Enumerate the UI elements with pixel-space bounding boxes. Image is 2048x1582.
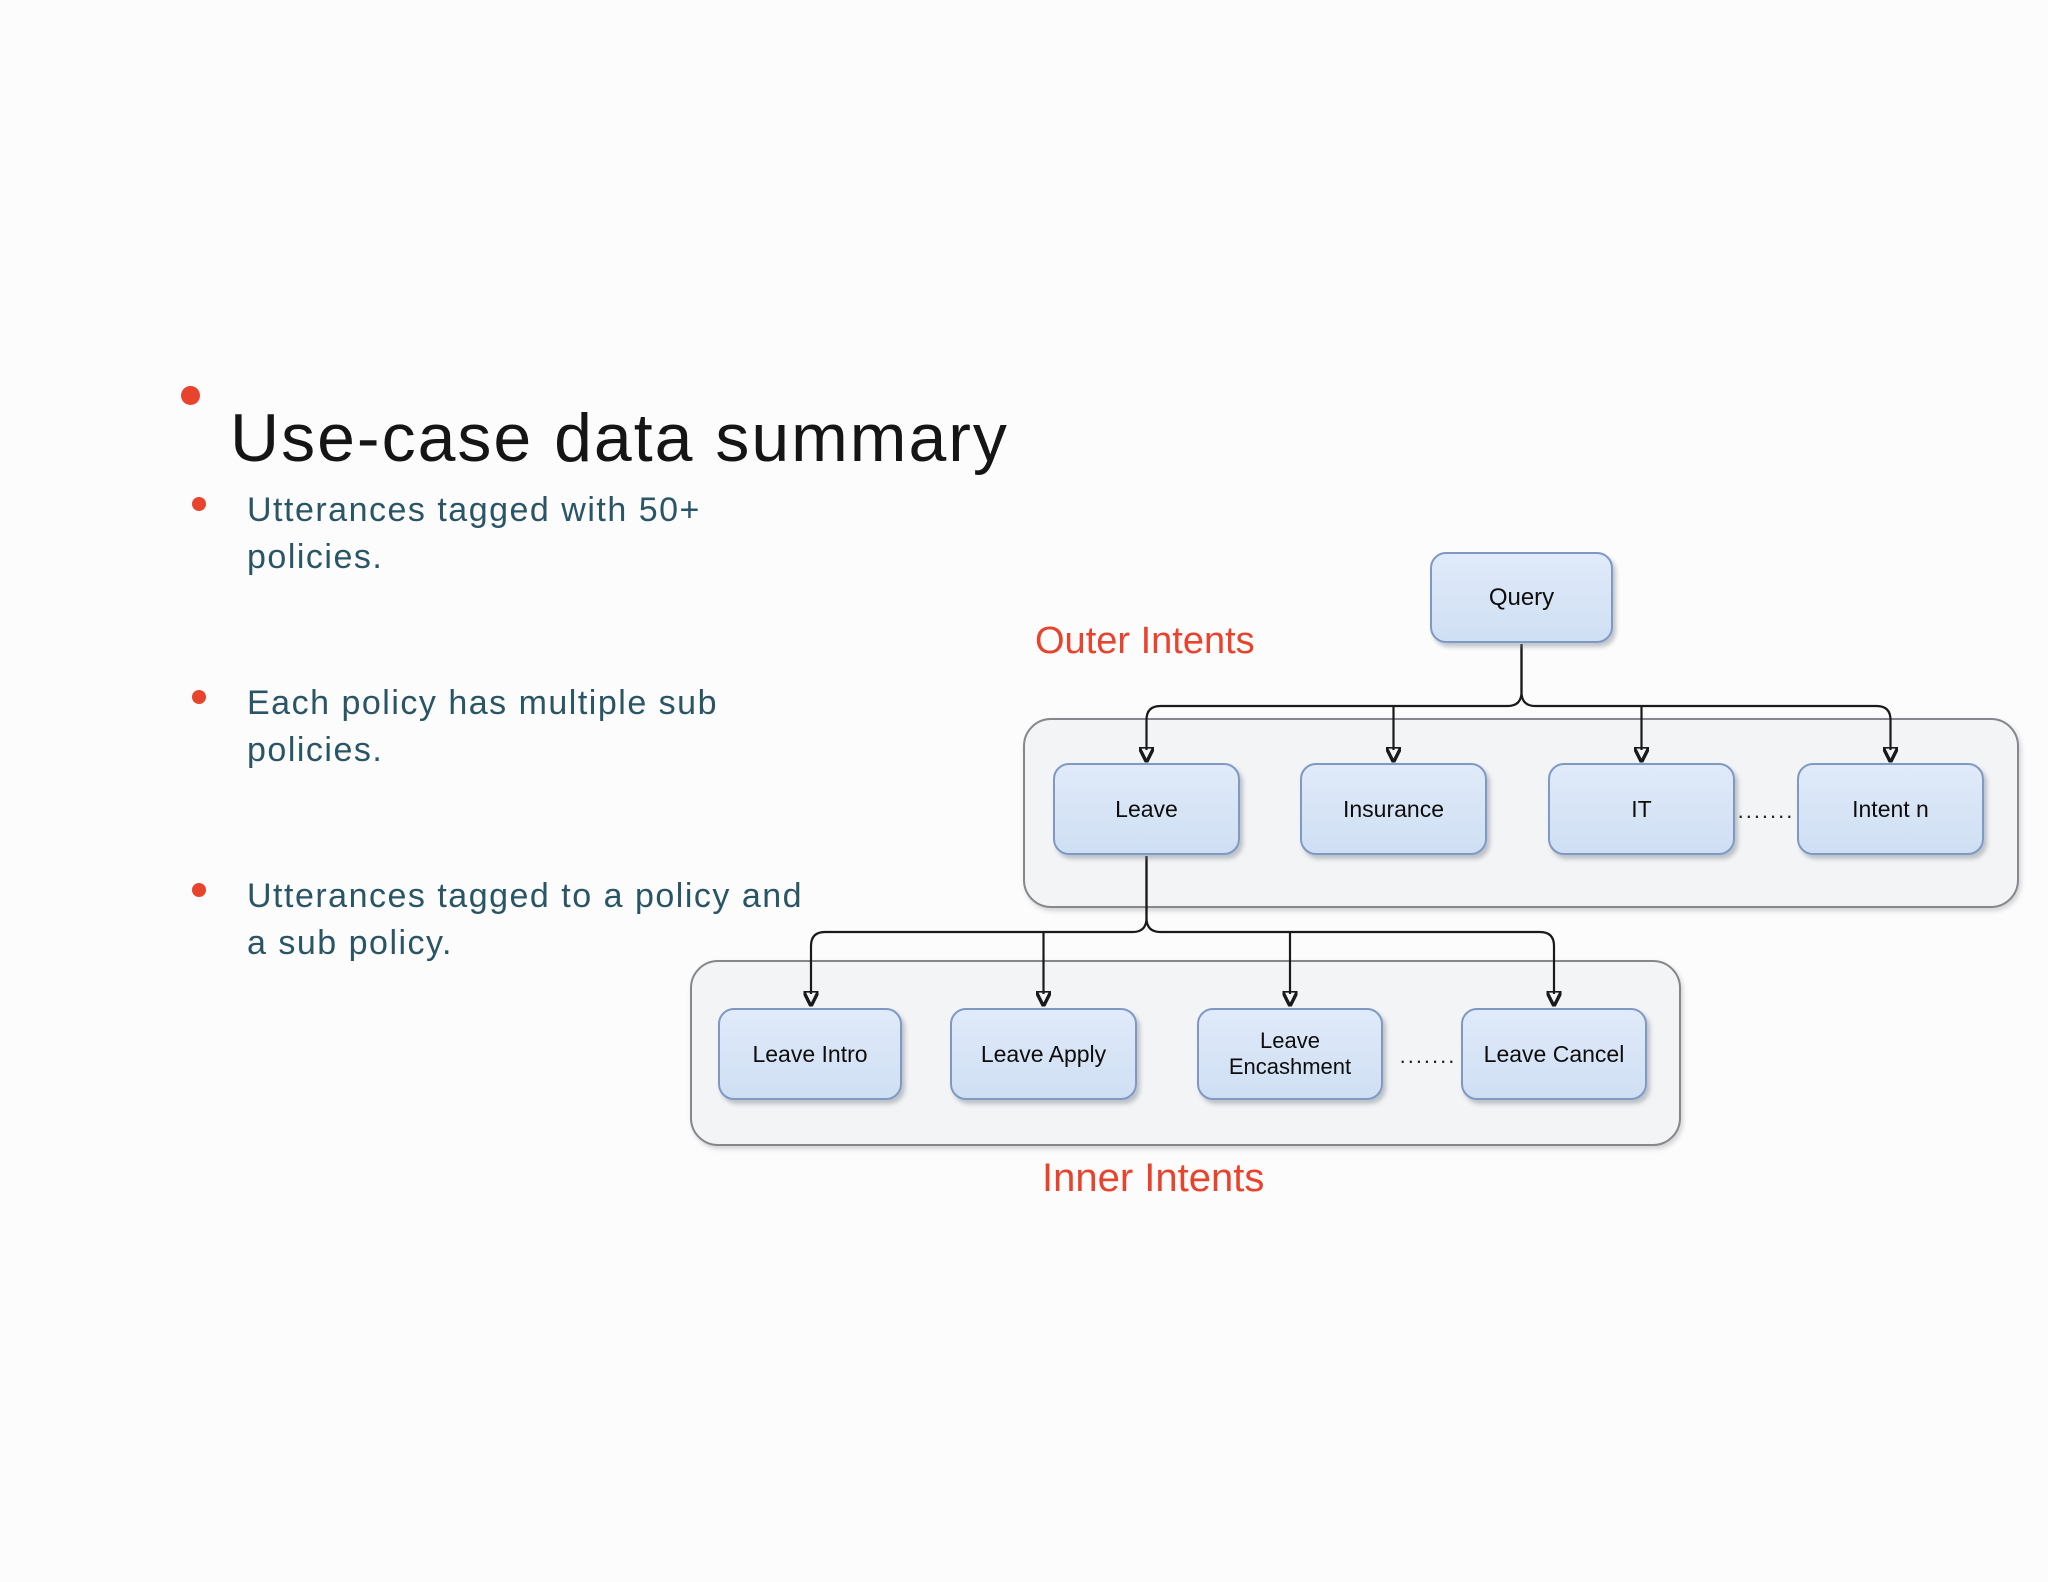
outer-intents-label: Outer Intents [1035,620,1255,662]
inner-intents-label: Inner Intents [1042,1156,1265,1200]
node-leave-cancel: Leave Cancel [1461,1008,1647,1100]
node-leave-intro: Leave Intro [718,1008,902,1100]
outer-ellipsis: ....... [1737,798,1795,823]
title-bullet-icon [181,386,200,405]
bullet-dot-icon [192,883,206,897]
page-title: Use-case data summary [230,399,1009,476]
node-insurance: Insurance [1300,763,1487,855]
bullet-dot-icon [192,690,206,704]
bullet-text: Utterances tagged with 50+ policies. [247,491,701,576]
bullet-dot-icon [192,497,206,511]
node-intent-n: Intent n [1797,763,1984,855]
node-leave-encashment: Leave Encashment [1197,1008,1383,1100]
inner-ellipsis: ....... [1399,1043,1457,1068]
node-it: IT [1548,763,1735,855]
node-leave: Leave [1053,763,1240,855]
bullet-text: Utterances tagged to a policy and a sub … [247,877,804,962]
node-query: Query [1430,552,1613,643]
node-leave-apply: Leave Apply [950,1008,1137,1100]
bullet-text: Each policy has multiple sub policies. [247,684,719,769]
